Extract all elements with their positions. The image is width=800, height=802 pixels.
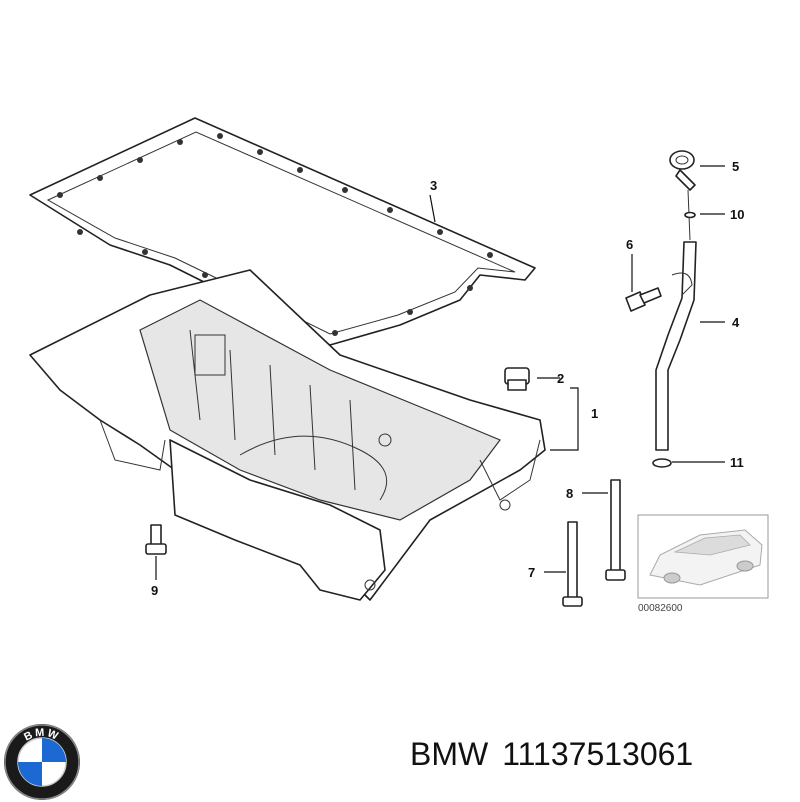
callout-numbers: 1 2 3 4 5 6 7 8 9 10 11 — [151, 159, 744, 598]
callout-11: 11 — [730, 455, 744, 470]
leader-lines — [155, 165, 725, 580]
drain-plug-part-2 — [504, 367, 530, 391]
bmw-logo: BMW — [4, 724, 80, 800]
oil-pan-part-1 — [29, 269, 546, 601]
bolt-part-7 — [562, 521, 583, 607]
callout-9: 9 — [151, 583, 158, 598]
callout-6: 6 — [626, 237, 633, 252]
callout-3: 3 — [430, 178, 437, 193]
callout-5: 5 — [732, 159, 739, 174]
bolt-part-6 — [625, 287, 662, 312]
callout-1: 1 — [591, 406, 598, 421]
part-number: 11137513061 — [502, 736, 694, 772]
callout-2: 2 — [557, 371, 564, 386]
callout-8: 8 — [566, 486, 573, 501]
callout-7: 7 — [528, 565, 535, 580]
callout-10: 10 — [730, 207, 744, 222]
bolt-part-9 — [145, 524, 167, 555]
diagram-code: 00082600 — [638, 603, 683, 614]
car-inset: 00082600 — [637, 514, 769, 614]
gasket-part-3 — [29, 117, 536, 346]
callout-4: 4 — [732, 315, 740, 330]
bolt-part-8 — [605, 479, 626, 581]
footer-part-label: BMW 11137513061 — [410, 736, 707, 773]
brand-name: BMW — [410, 736, 489, 772]
svg-text:BMW: BMW — [22, 727, 61, 744]
dipstick-assembly — [652, 150, 697, 468]
